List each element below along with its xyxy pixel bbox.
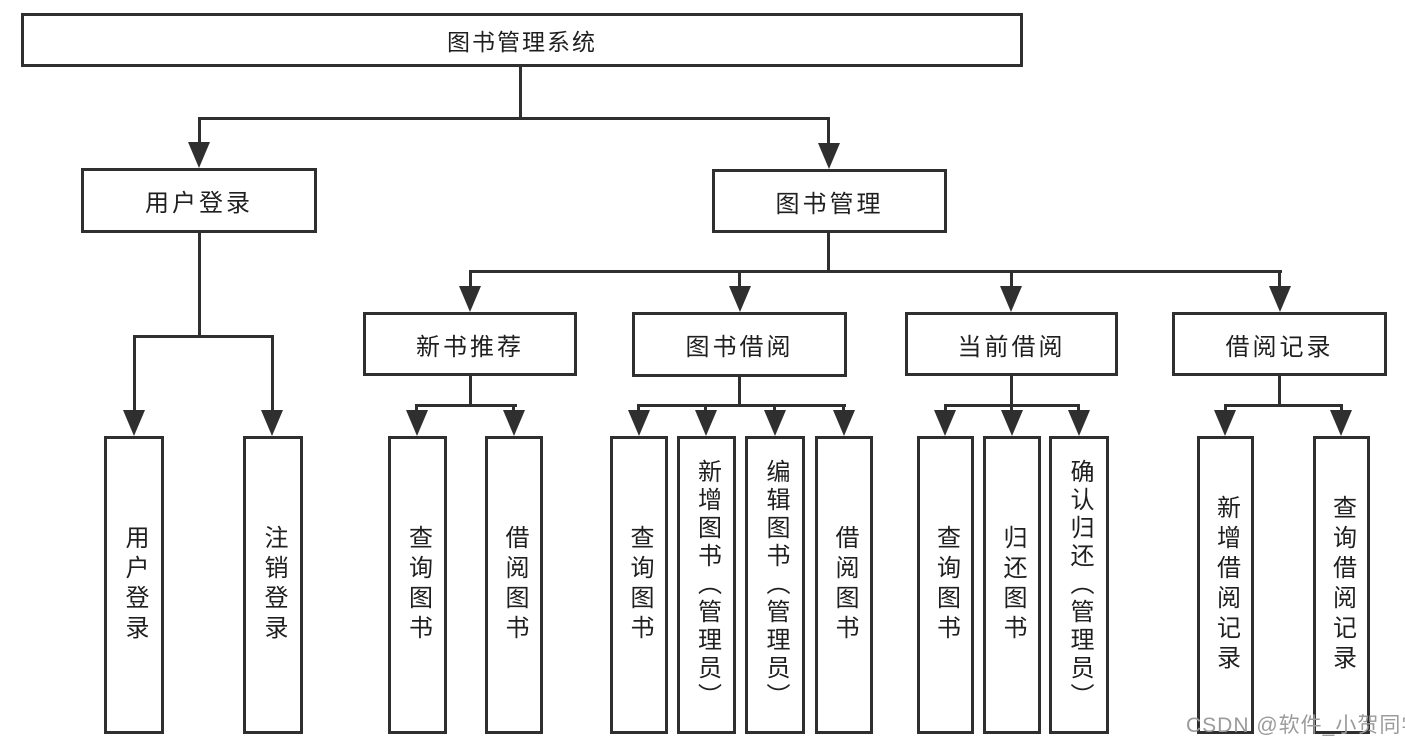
arrowhead-down-icon bbox=[818, 143, 840, 169]
connector-vline bbox=[738, 270, 741, 288]
leaf-bb-borrow-books-label: 借阅图书 bbox=[831, 525, 858, 645]
arrowhead-down-icon bbox=[1269, 286, 1291, 312]
connector-vline bbox=[512, 404, 515, 414]
node-book-borrowing: 图书借阅 bbox=[632, 312, 847, 377]
connector-vline bbox=[198, 117, 201, 144]
arrowhead-down-icon bbox=[628, 410, 650, 436]
node-new-book-recommend-label: 新书推荐 bbox=[416, 333, 524, 361]
leaf-bb-query-books: 查询图书 bbox=[610, 436, 668, 734]
connector-vline bbox=[469, 374, 472, 406]
leaf-user-login: 用户登录 bbox=[104, 436, 164, 734]
node-current-borrowing-label: 当前借阅 bbox=[957, 333, 1066, 361]
connector-vline bbox=[1077, 404, 1080, 414]
leaf-cb-query-books-label: 查询图书 bbox=[932, 525, 960, 645]
arrowhead-down-icon bbox=[1330, 410, 1352, 436]
arrowhead-down-icon bbox=[764, 410, 786, 436]
node-book-borrowing-label: 图书借阅 bbox=[685, 334, 794, 361]
leaf-cb-confirm-return-admin: 确认归还（管理员） bbox=[1049, 436, 1109, 734]
arrowhead-down-icon bbox=[934, 410, 956, 436]
connector-vline bbox=[415, 404, 418, 414]
connector-vline bbox=[1278, 374, 1281, 406]
node-new-book-recommend: 新书推荐 bbox=[363, 312, 577, 376]
leaf-cb-confirm-return-admin-label: 确认归还（管理员） bbox=[1066, 459, 1093, 711]
connector-hline bbox=[198, 117, 830, 120]
arrowhead-down-icon bbox=[729, 286, 751, 312]
leaf-bb-query-books-label: 查询图书 bbox=[626, 525, 653, 645]
connector-vline bbox=[704, 404, 707, 414]
node-user-login: 用户登录 bbox=[81, 168, 317, 233]
leaf-cb-query-books: 查询图书 bbox=[917, 436, 974, 734]
connector-vline bbox=[519, 64, 522, 119]
leaf-bb-borrow-books: 借阅图书 bbox=[815, 436, 873, 734]
leaf-bb-add-books-admin-label: 新增图书（管理员） bbox=[693, 459, 721, 711]
connector-vline bbox=[827, 117, 830, 144]
arrowhead-down-icon bbox=[1214, 410, 1236, 436]
node-borrowing-records-label: 借阅记录 bbox=[1225, 333, 1334, 361]
leaf-user-login-label: 用户登录 bbox=[121, 525, 148, 645]
connector-vline bbox=[271, 335, 274, 413]
connector-vline bbox=[469, 270, 472, 288]
leaf-nbr-query-books-label: 查询图书 bbox=[404, 525, 432, 645]
arrowhead-down-icon bbox=[261, 410, 283, 436]
leaf-br-query-record: 查询借阅记录 bbox=[1313, 436, 1370, 734]
node-book-management-label: 图书管理 bbox=[775, 190, 884, 218]
connector-vline bbox=[1010, 270, 1013, 288]
leaf-nbr-borrow-books: 借阅图书 bbox=[485, 436, 543, 734]
arrowhead-down-icon bbox=[695, 410, 717, 436]
connector-vline bbox=[944, 404, 947, 414]
arrowhead-down-icon bbox=[833, 410, 855, 436]
leaf-nbr-query-books: 查询图书 bbox=[388, 436, 447, 734]
connector-vline bbox=[1340, 404, 1343, 414]
connector-vline bbox=[738, 374, 741, 406]
connector-vline bbox=[133, 335, 136, 413]
watermark-text: CSDN @软件_小贺同学 bbox=[1186, 714, 1405, 737]
connector-hline bbox=[944, 404, 1080, 407]
arrowhead-down-icon bbox=[1001, 410, 1023, 436]
leaf-logout: 注销登录 bbox=[243, 436, 303, 734]
connector-hline bbox=[133, 335, 274, 338]
connector-vline bbox=[827, 231, 830, 272]
connector-hline bbox=[469, 270, 1282, 273]
leaf-br-add-record-label: 新增借阅记录 bbox=[1212, 495, 1240, 675]
leaf-bb-add-books-admin: 新增图书（管理员） bbox=[677, 436, 736, 734]
leaf-nbr-borrow-books-label: 借阅图书 bbox=[501, 525, 528, 645]
connector-hline bbox=[1224, 404, 1342, 407]
arrowhead-down-icon bbox=[406, 410, 428, 436]
connector-vline bbox=[198, 231, 201, 337]
leaf-bb-edit-books-admin: 编辑图书（管理员） bbox=[745, 436, 805, 734]
node-root-label: 图书管理系统 bbox=[447, 29, 597, 55]
connector-vline bbox=[842, 404, 845, 414]
node-user-login-label: 用户登录 bbox=[145, 190, 253, 217]
node-current-borrowing: 当前借阅 bbox=[905, 312, 1118, 376]
connector-vline bbox=[1010, 374, 1013, 406]
leaf-br-query-record-label: 查询借阅记录 bbox=[1328, 495, 1356, 675]
arrowhead-down-icon bbox=[1068, 410, 1090, 436]
connector-hline bbox=[416, 404, 517, 407]
arrowhead-down-icon bbox=[123, 410, 145, 436]
arrowhead-down-icon bbox=[459, 286, 481, 312]
connector-vline bbox=[773, 404, 776, 414]
leaf-bb-edit-books-admin-label: 编辑图书（管理员） bbox=[762, 459, 789, 711]
node-borrowing-records: 借阅记录 bbox=[1172, 312, 1387, 376]
arrowhead-down-icon bbox=[1000, 286, 1022, 312]
connector-hline bbox=[638, 404, 846, 407]
connector-vline bbox=[1010, 404, 1013, 414]
leaf-logout-label: 注销登录 bbox=[260, 525, 287, 645]
arrowhead-down-icon bbox=[188, 142, 210, 168]
leaf-br-add-record: 新增借阅记录 bbox=[1197, 436, 1254, 734]
node-book-management: 图书管理 bbox=[712, 169, 947, 233]
connector-vline bbox=[1278, 270, 1281, 288]
leaf-cb-return-books-label: 归还图书 bbox=[999, 525, 1026, 645]
leaf-cb-return-books: 归还图书 bbox=[983, 436, 1041, 734]
arrowhead-down-icon bbox=[503, 410, 525, 436]
connector-vline bbox=[637, 404, 640, 414]
node-root: 图书管理系统 bbox=[21, 13, 1023, 67]
connector-vline bbox=[1224, 404, 1227, 414]
